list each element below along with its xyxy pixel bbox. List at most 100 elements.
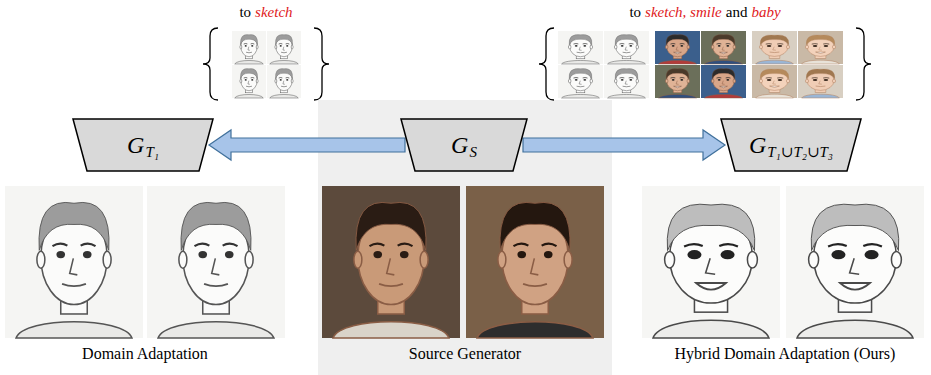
brow xyxy=(573,77,578,79)
ear xyxy=(891,252,901,268)
eye xyxy=(286,79,288,81)
ear xyxy=(590,45,593,49)
hair xyxy=(667,204,755,250)
brow xyxy=(812,43,818,45)
nose xyxy=(625,81,627,85)
ear xyxy=(805,79,808,83)
ear xyxy=(291,45,293,49)
brow xyxy=(719,244,738,246)
hair xyxy=(806,35,835,45)
mouth xyxy=(379,284,403,286)
shoulders xyxy=(705,60,743,64)
ear xyxy=(568,79,571,83)
shoulders xyxy=(659,94,697,98)
eye xyxy=(583,79,586,81)
eye xyxy=(400,251,409,258)
shoulders xyxy=(705,94,743,98)
label-word: to xyxy=(629,3,641,21)
hair xyxy=(615,35,638,45)
generator-symbol: G xyxy=(451,133,468,157)
brow xyxy=(684,244,703,246)
mouth xyxy=(770,52,780,53)
eye xyxy=(83,251,92,258)
mouth xyxy=(720,86,728,87)
nose xyxy=(676,47,678,51)
ear xyxy=(240,45,242,49)
brow xyxy=(828,244,847,246)
domain-label-row: tosketch xyxy=(66,3,466,21)
brow xyxy=(542,244,557,246)
target-domain-name: sketch, smile xyxy=(645,3,722,21)
hair xyxy=(569,69,592,79)
eye xyxy=(198,251,207,258)
image-ground xyxy=(232,65,266,98)
ear xyxy=(354,251,362,268)
ear xyxy=(636,79,639,83)
mouth xyxy=(840,283,870,290)
brow xyxy=(251,43,255,45)
brow xyxy=(670,77,675,79)
eye xyxy=(373,251,382,258)
hair xyxy=(615,69,638,79)
baby-photo xyxy=(752,65,797,98)
ear xyxy=(665,79,668,83)
shoulders xyxy=(756,60,794,64)
brow xyxy=(279,43,283,45)
ear xyxy=(805,45,808,49)
nose xyxy=(283,47,285,51)
image-ground xyxy=(5,186,143,338)
trapezoid-shape xyxy=(73,119,213,171)
brow xyxy=(680,43,685,45)
mouth xyxy=(816,86,826,87)
hair xyxy=(811,204,899,250)
image-ground xyxy=(558,65,603,98)
eye xyxy=(280,45,282,47)
ear xyxy=(498,251,506,268)
mouth xyxy=(281,86,287,88)
nose xyxy=(819,81,822,84)
shoulders xyxy=(659,60,697,64)
hair xyxy=(500,202,570,250)
eye xyxy=(517,251,526,258)
eye xyxy=(583,45,586,47)
mouth xyxy=(696,283,726,290)
ear xyxy=(291,79,293,83)
ear xyxy=(687,45,690,49)
ear xyxy=(687,79,690,83)
eye xyxy=(56,251,65,258)
trapezoid-shape xyxy=(401,119,527,171)
ear xyxy=(711,45,714,49)
image-ground xyxy=(642,186,780,338)
brow xyxy=(369,244,384,246)
domain-label-row: tosketch, smileandbaby xyxy=(505,3,905,21)
eye xyxy=(813,79,818,81)
generator-symbol: G xyxy=(127,133,144,157)
generator-trapezoid: GT₁∪T₂∪T₃ xyxy=(720,118,862,172)
image-ground xyxy=(655,65,700,98)
generator-subscript: T₁ xyxy=(145,145,159,160)
image-ground xyxy=(701,31,746,64)
brow xyxy=(251,77,255,79)
ear xyxy=(759,45,762,49)
ear xyxy=(245,251,253,268)
generator-label: GT₁ xyxy=(72,118,214,172)
mouth xyxy=(577,52,585,54)
mouth xyxy=(674,86,682,87)
smile-photo xyxy=(701,65,746,98)
brow xyxy=(680,77,685,79)
nose xyxy=(773,47,776,50)
ear xyxy=(275,45,277,49)
baby-photo xyxy=(798,31,843,64)
image-ground xyxy=(232,31,266,64)
panel-caption: Hybrid Domain Adaptation (Ours) xyxy=(635,344,931,363)
eye xyxy=(621,45,624,47)
panel-caption: Domain Adaptation xyxy=(0,344,295,363)
image-ground xyxy=(752,65,797,98)
ear xyxy=(711,79,714,83)
brow xyxy=(81,244,96,246)
generator-label: GS xyxy=(400,118,528,172)
nose xyxy=(579,81,581,85)
brow xyxy=(777,43,783,45)
nose xyxy=(819,47,822,50)
